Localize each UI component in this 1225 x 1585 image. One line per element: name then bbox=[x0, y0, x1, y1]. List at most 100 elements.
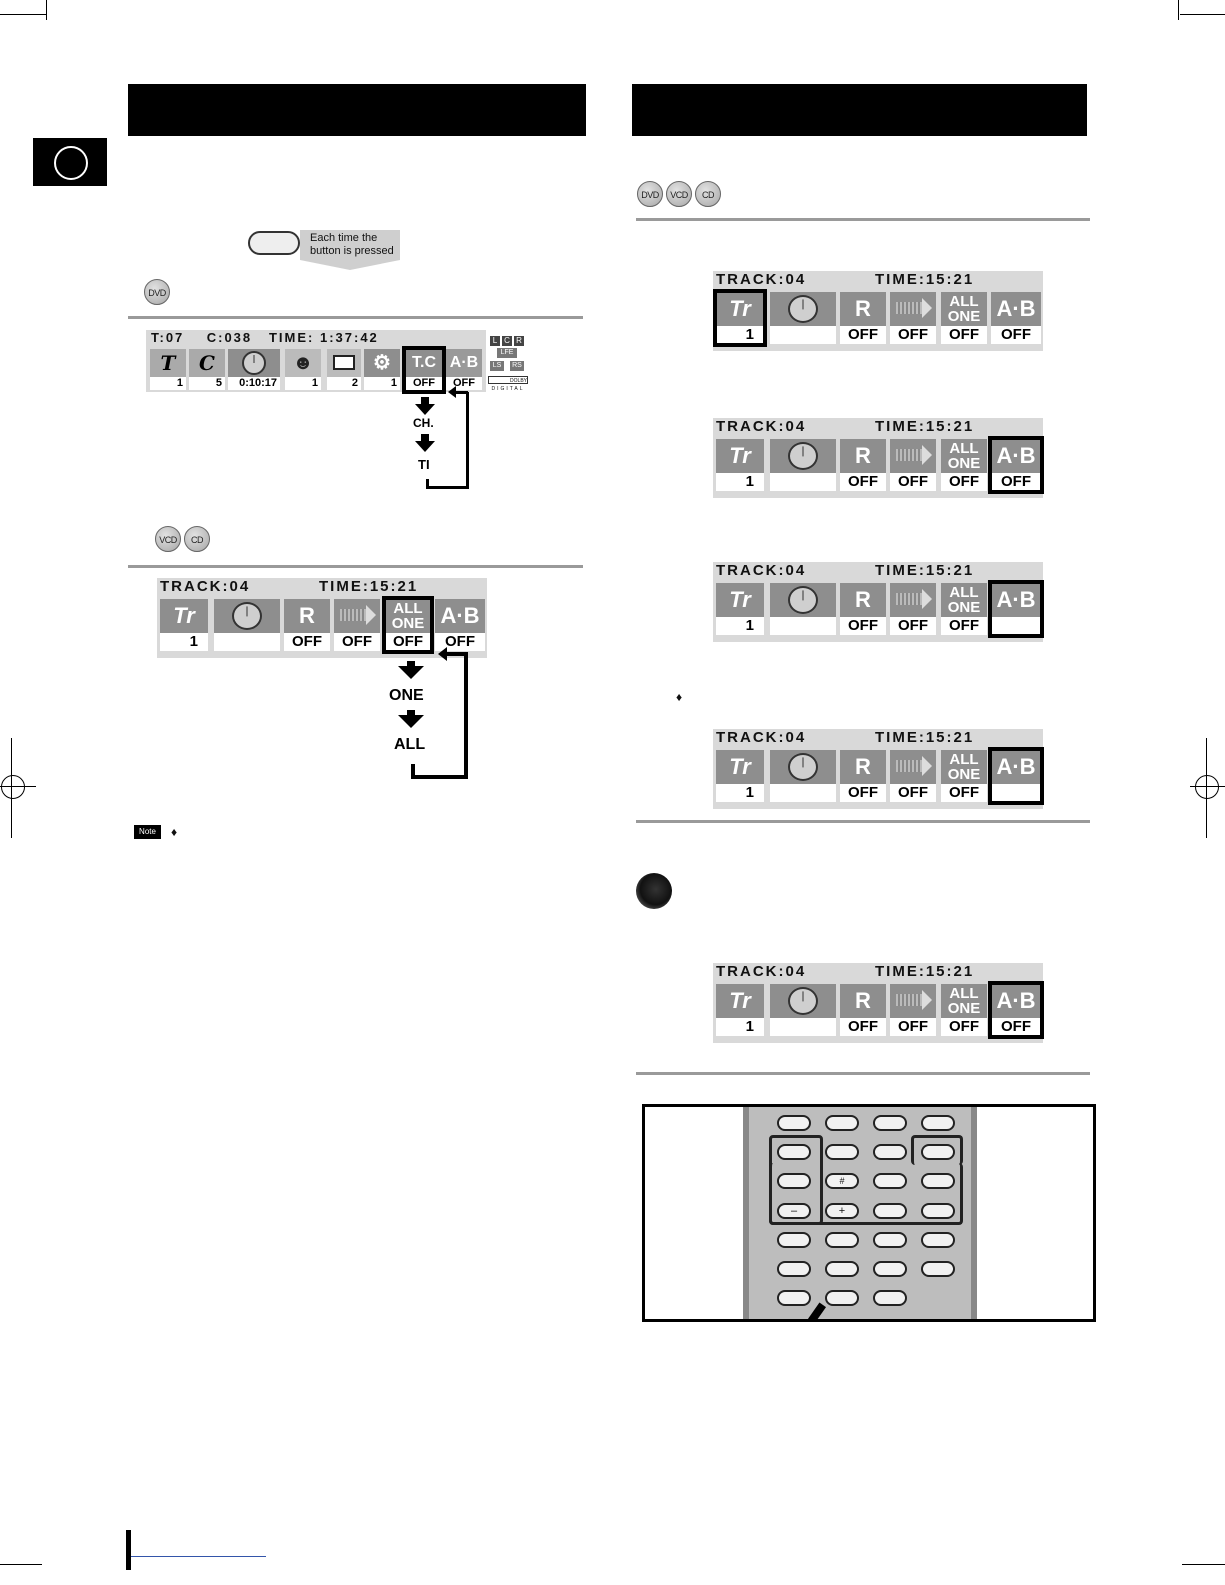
remote-button bbox=[921, 1203, 955, 1219]
dvd-osd-status: T:07 C:038 TIME: 1:37:42 bbox=[151, 330, 379, 345]
program-arrow-icon bbox=[922, 990, 932, 1010]
osd-value: 1 bbox=[716, 617, 764, 635]
program-icon bbox=[890, 292, 936, 326]
program-icon bbox=[334, 599, 380, 633]
clock-face-icon bbox=[232, 602, 262, 630]
crop-mark bbox=[0, 1564, 42, 1565]
clock-face-icon bbox=[788, 586, 818, 614]
program-icon bbox=[890, 750, 936, 784]
osd-value: OFF bbox=[941, 784, 987, 802]
remote-button bbox=[921, 1261, 955, 1277]
osd-value: 1 bbox=[716, 1018, 764, 1036]
clock-face-icon bbox=[788, 295, 818, 323]
osd-value bbox=[214, 633, 280, 651]
clock-icon bbox=[242, 351, 266, 375]
return-line bbox=[426, 486, 468, 489]
remote-button-icon bbox=[248, 231, 300, 255]
osd-value: 5 bbox=[189, 377, 225, 390]
dvd-disc-icon: DVD bbox=[144, 279, 170, 305]
remote-button bbox=[873, 1173, 907, 1189]
audio-ls: LS bbox=[490, 361, 504, 371]
clock-icon bbox=[770, 439, 836, 473]
digital-label: DIGITAL bbox=[491, 386, 525, 392]
audio-c: C bbox=[502, 336, 512, 346]
remote-button bbox=[777, 1232, 811, 1248]
osd-value: 0:10:17 bbox=[228, 377, 280, 390]
ab-icon: A·B bbox=[991, 583, 1041, 617]
program-arrow-icon bbox=[922, 589, 932, 609]
remote-button bbox=[777, 1144, 811, 1160]
chapter-icon: C bbox=[189, 349, 225, 377]
audio-r: R bbox=[514, 336, 524, 346]
repeat-icon: R bbox=[840, 984, 886, 1018]
highlight-group bbox=[911, 1135, 963, 1165]
remote-button bbox=[777, 1261, 811, 1277]
remote-button bbox=[873, 1261, 907, 1277]
osd-value: 1 bbox=[285, 377, 321, 390]
ab-icon: A·B bbox=[435, 599, 485, 633]
track-label: TRACK:04 bbox=[160, 578, 251, 595]
selection-highlight bbox=[988, 747, 1044, 805]
tc-highlight bbox=[402, 346, 446, 394]
osd-value: 1 bbox=[716, 326, 764, 344]
return-arrowhead-icon bbox=[448, 386, 456, 398]
note-bullet: ♦ bbox=[171, 825, 178, 839]
program-icon bbox=[890, 984, 936, 1018]
remote-button bbox=[825, 1144, 859, 1160]
flow-title: TI bbox=[418, 457, 430, 472]
down-arrow-icon bbox=[398, 661, 424, 679]
flow-one: ONE bbox=[389, 687, 424, 704]
repeat-icon: R bbox=[840, 439, 886, 473]
remote-button: + bbox=[825, 1203, 859, 1219]
remote-button bbox=[825, 1115, 859, 1131]
audio-rs: RS bbox=[510, 361, 524, 371]
remote-button bbox=[777, 1290, 811, 1306]
track-label: TRACK:04 bbox=[716, 963, 807, 980]
osd-value: OFF bbox=[284, 633, 330, 651]
left-section-header bbox=[128, 84, 586, 136]
program-bar-icon bbox=[896, 593, 922, 605]
ab-icon: A·B bbox=[991, 984, 1041, 1018]
osd-value: 1 bbox=[160, 633, 208, 651]
program-bar-icon bbox=[896, 994, 922, 1006]
track-icon: Tr bbox=[716, 984, 764, 1018]
footer-bar bbox=[126, 1530, 131, 1570]
program-bar-icon bbox=[896, 449, 922, 461]
program-bar-icon bbox=[896, 302, 922, 314]
all-label: ALL bbox=[393, 600, 423, 617]
one-label: ONE bbox=[947, 766, 981, 783]
return-arrowhead-icon bbox=[438, 647, 447, 661]
note-badge: Note bbox=[134, 825, 161, 839]
selection-highlight bbox=[988, 436, 1044, 494]
return-line bbox=[466, 392, 469, 489]
osd-value: 1 bbox=[716, 473, 764, 491]
osd-value bbox=[770, 617, 836, 635]
remote-button bbox=[873, 1290, 907, 1306]
all-label: ALL bbox=[949, 584, 979, 601]
selection-highlight bbox=[988, 981, 1044, 1039]
audio-channel-panel: L C R LFE LS RS DOLBY DIGITAL bbox=[488, 334, 528, 394]
return-line bbox=[411, 764, 415, 779]
time-label: TIME:15:21 bbox=[319, 578, 419, 595]
osd-value bbox=[770, 784, 836, 802]
crop-mark bbox=[1180, 14, 1225, 15]
track-icon: Tr bbox=[716, 439, 764, 473]
osd-value: OFF bbox=[840, 617, 886, 635]
one-label: ONE bbox=[947, 308, 981, 325]
all-label: ALL bbox=[949, 293, 979, 310]
cd-disc-icon: CD bbox=[695, 181, 721, 207]
remote-button bbox=[825, 1232, 859, 1248]
remote-button bbox=[921, 1232, 955, 1248]
audio-lfe: LFE bbox=[497, 348, 517, 358]
crop-mark bbox=[1178, 0, 1179, 20]
remote-button bbox=[873, 1115, 907, 1131]
ab-icon: A·B bbox=[446, 349, 482, 377]
osd-value: OFF bbox=[840, 784, 886, 802]
track-icon: Tr bbox=[716, 750, 764, 784]
clock-icon bbox=[770, 984, 836, 1018]
one-label: ONE bbox=[947, 599, 981, 616]
